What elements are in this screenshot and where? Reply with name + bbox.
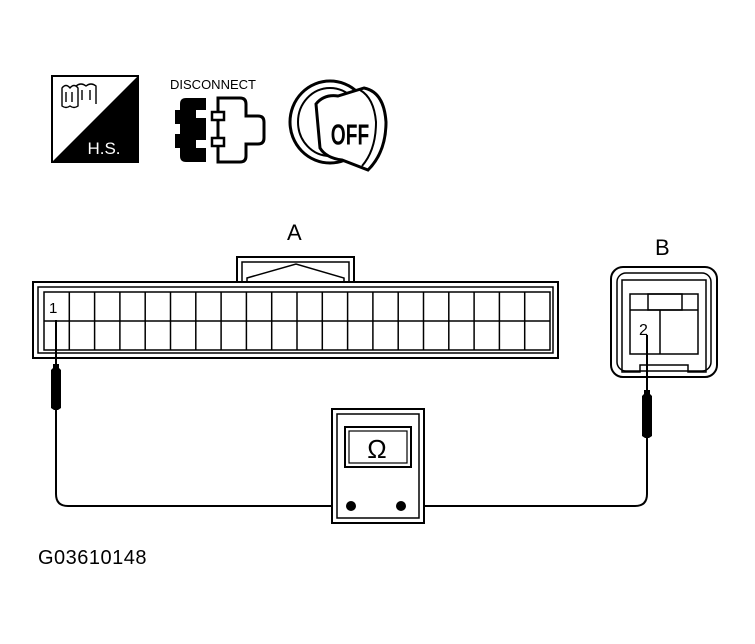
test-lead-left — [55, 410, 350, 507]
ohmmeter: Ω — [331, 408, 425, 524]
connector-b-pin-2: 2 — [639, 322, 648, 339]
test-lead-right — [402, 438, 648, 507]
connector-a — [32, 256, 559, 359]
connector-a-pin-1: 1 — [49, 300, 57, 317]
meter-terminal-right — [396, 501, 406, 511]
disconnect-text: DISCONNECT — [170, 77, 256, 92]
connector-a-label: A — [287, 220, 302, 245]
figure-code: G03610148 — [38, 547, 148, 569]
ohm-symbol: Ω — [367, 434, 386, 464]
connector-b-label: B — [655, 235, 670, 260]
ignition-key-off-icon: OFF — [288, 79, 388, 172]
meter-terminal-left — [346, 501, 356, 511]
connector-disconnect-icon: DISCONNECT — [170, 77, 266, 164]
hs-text: H.S. — [87, 139, 120, 158]
probe-left — [51, 320, 61, 410]
off-text: OFF — [331, 120, 369, 152]
harness-service-icon: H.S. — [51, 75, 139, 163]
connector-b — [610, 266, 718, 378]
probe-right — [642, 335, 652, 438]
